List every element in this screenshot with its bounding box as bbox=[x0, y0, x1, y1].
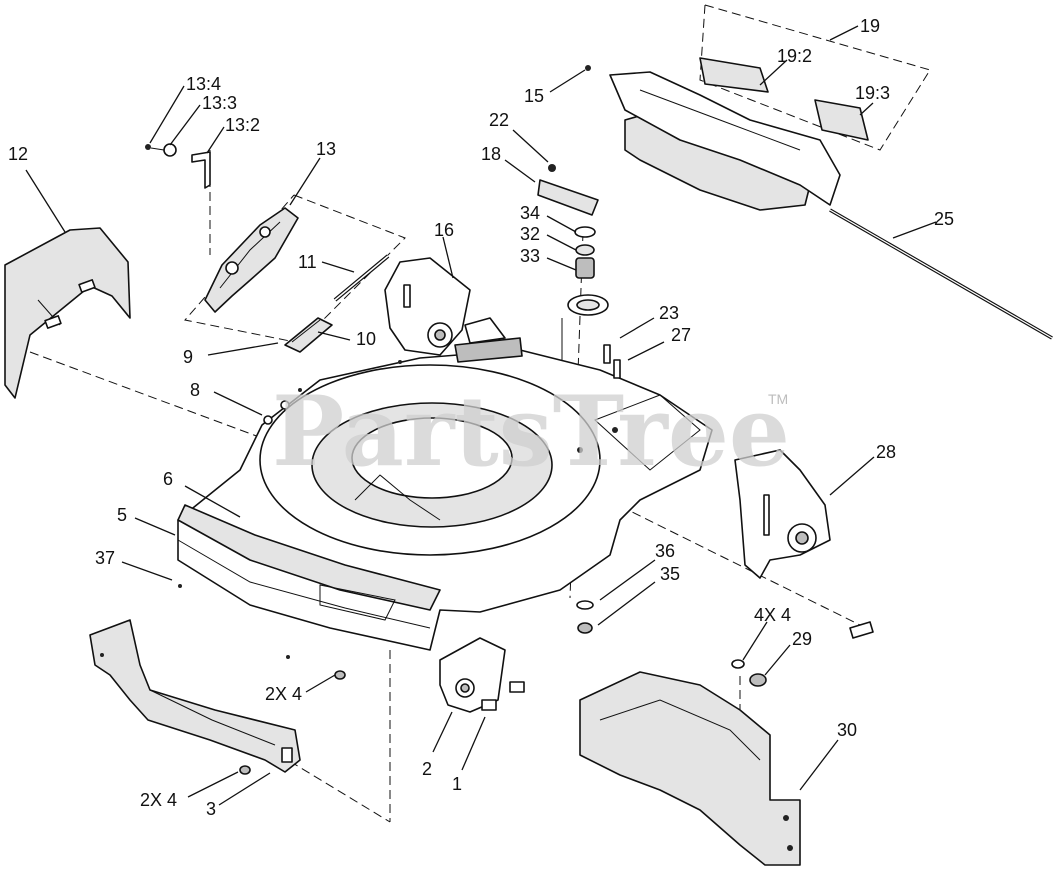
fasteners bbox=[263, 400, 290, 425]
callout-25: 25 bbox=[934, 209, 954, 229]
callout-2: 2 bbox=[422, 759, 432, 779]
callout-36: 36 bbox=[655, 541, 675, 561]
pivot-rod-part bbox=[333, 254, 390, 302]
deck-decal bbox=[454, 317, 523, 363]
callout-30: 30 bbox=[837, 720, 857, 740]
callout-16: 16 bbox=[434, 220, 454, 240]
side-wheel-bracket-part bbox=[734, 449, 874, 639]
callout-11: 11 bbox=[298, 252, 317, 272]
callout-13-2: 13:2 bbox=[225, 115, 260, 135]
height-adjust-bracket-part bbox=[384, 257, 471, 356]
mower-deck-part bbox=[177, 349, 713, 651]
handle-bracket-part bbox=[204, 207, 299, 313]
rear-wheel-shield-part bbox=[579, 659, 801, 866]
callout-10: 10 bbox=[356, 329, 376, 349]
callout-32: 32 bbox=[520, 224, 540, 244]
callout-19-3: 19:3 bbox=[855, 83, 890, 103]
washer-and-nut bbox=[576, 600, 594, 634]
callout-37: 37 bbox=[95, 548, 115, 568]
callout-2x4-top: 2X 4 bbox=[265, 684, 302, 704]
callout-5: 5 bbox=[117, 505, 127, 525]
cover-decals bbox=[699, 57, 869, 141]
callout-13: 13 bbox=[316, 139, 336, 159]
callout-9: 9 bbox=[183, 347, 193, 367]
callout-19: 19 bbox=[860, 16, 880, 36]
front-wheel-plate-part bbox=[439, 637, 525, 713]
latch-part bbox=[284, 317, 333, 353]
callout-3: 3 bbox=[206, 799, 216, 819]
leader-lines bbox=[25, 25, 937, 806]
callout-labels: 12 13:4 13:3 13:2 13 11 10 9 8 6 5 37 2X… bbox=[8, 16, 954, 819]
spindle-stack bbox=[537, 164, 609, 360]
bail-cable-part bbox=[829, 208, 1053, 340]
callout-18: 18 bbox=[481, 144, 501, 164]
callout-13-4: 13:4 bbox=[186, 74, 221, 94]
callout-33: 33 bbox=[520, 246, 540, 266]
callout-12: 12 bbox=[8, 144, 28, 164]
callout-23: 23 bbox=[659, 303, 679, 323]
watermark: PartsTree TM bbox=[272, 375, 790, 488]
callout-6: 6 bbox=[163, 469, 173, 489]
svg-text:PartsTree: PartsTree bbox=[272, 375, 790, 488]
callout-27: 27 bbox=[671, 325, 691, 345]
callout-35: 35 bbox=[660, 564, 680, 584]
callout-22: 22 bbox=[489, 110, 509, 130]
callout-15: 15 bbox=[524, 86, 544, 106]
callout-19-2: 19:2 bbox=[777, 46, 812, 66]
front-hanger-bracket-part bbox=[89, 584, 346, 775]
callout-34: 34 bbox=[520, 203, 540, 223]
spring-clip-hardware bbox=[145, 143, 211, 189]
rear-flap-part bbox=[4, 227, 131, 399]
callout-1: 1 bbox=[452, 774, 462, 794]
cable-bolts bbox=[603, 344, 621, 379]
callout-4x4: 4X 4 bbox=[754, 605, 791, 625]
callout-28: 28 bbox=[876, 442, 896, 462]
callout-8: 8 bbox=[190, 380, 200, 400]
grass-catcher-cover-part bbox=[585, 65, 841, 211]
callout-29: 29 bbox=[792, 629, 812, 649]
callout-2x4-bottom: 2X 4 bbox=[140, 790, 177, 810]
callout-13-3: 13:3 bbox=[202, 93, 237, 113]
svg-text:TM: TM bbox=[768, 391, 788, 407]
